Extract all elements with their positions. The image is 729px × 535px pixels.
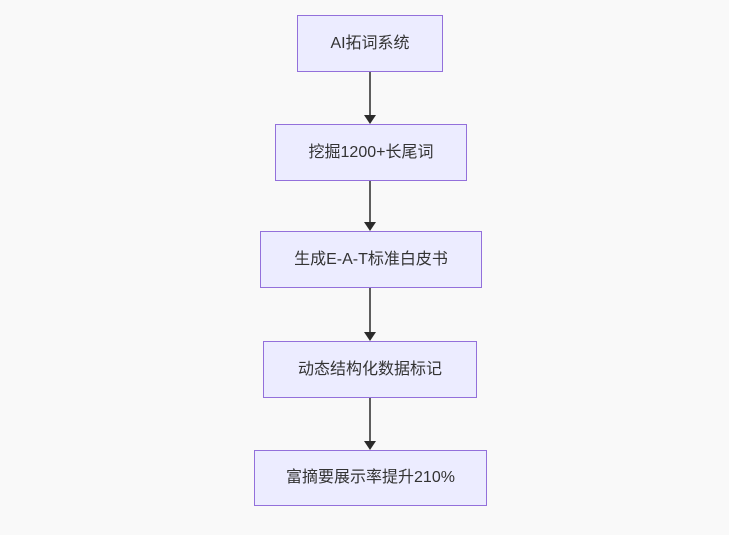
flow-node-step2-label: 挖掘1200+长尾词 (308, 143, 434, 161)
edge-line-step2-step3 (369, 181, 371, 223)
flow-node-step4: 动态结构化数据标记 (263, 341, 477, 398)
flow-node-step4-label: 动态结构化数据标记 (297, 360, 442, 378)
edge-line-step3-step4 (369, 288, 371, 333)
arrowhead-down-icon (364, 441, 376, 450)
arrowhead-down-icon (364, 332, 376, 341)
flow-node-step3: 生成E-A-T标准白皮书 (260, 231, 482, 288)
flow-node-step3-label: 生成E-A-T标准白皮书 (294, 250, 448, 268)
edge-line-step1-step2 (369, 72, 371, 116)
edge-line-step4-step5 (369, 398, 371, 442)
flow-node-step2: 挖掘1200+长尾词 (275, 124, 467, 181)
flow-node-step5-label: 富摘要展示率提升210% (286, 469, 455, 486)
flow-node-step1-label: AI拓词系统 (330, 34, 410, 52)
flow-node-step5: 富摘要展示率提升210% (254, 450, 487, 506)
arrowhead-down-icon (364, 222, 376, 231)
flow-node-step1: AI拓词系统 (297, 15, 443, 72)
arrowhead-down-icon (364, 115, 376, 124)
